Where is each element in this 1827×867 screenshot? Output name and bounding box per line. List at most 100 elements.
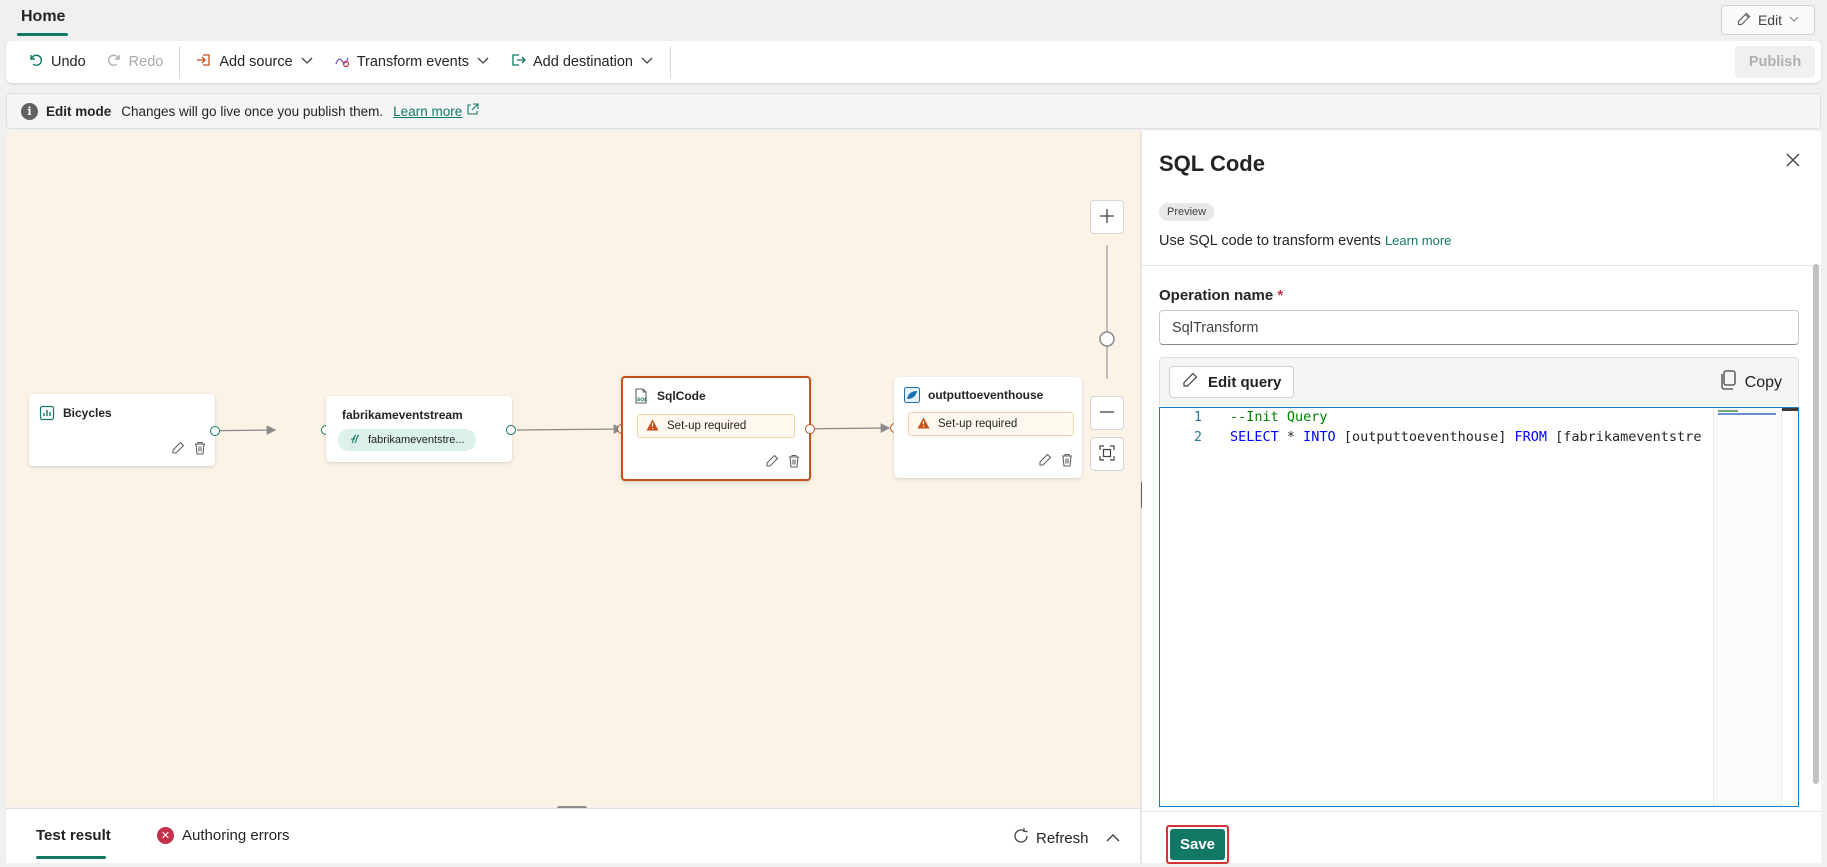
- code-scrollbar[interactable]: [1781, 408, 1798, 806]
- plus-icon: [1099, 208, 1115, 227]
- edit-mode-button[interactable]: Edit: [1721, 5, 1815, 35]
- description-text: Use SQL code to transform events: [1159, 233, 1381, 249]
- redo-icon: [106, 52, 122, 72]
- code-target: [outputtoeventhouse]: [1335, 429, 1515, 445]
- node-actions: [765, 454, 801, 471]
- transform-events-label: Transform events: [356, 54, 469, 70]
- edit-pencil-icon[interactable]: [1038, 453, 1052, 470]
- infobar-message: Changes will go live once you publish th…: [121, 103, 384, 119]
- chevron-up-icon[interactable]: [1104, 829, 1122, 850]
- node-title: SqlCode: [657, 389, 706, 403]
- minimap-line: [1718, 410, 1738, 412]
- chart-icon: [39, 405, 55, 421]
- eventstream-canvas[interactable]: Bicycles fabrikameventstream fabrikameve…: [6, 131, 1140, 807]
- code-minimap[interactable]: [1713, 408, 1781, 806]
- redo-label: Redo: [128, 54, 164, 70]
- delete-trash-icon[interactable]: [787, 454, 801, 471]
- add-source-label: Add source: [219, 54, 293, 70]
- panel-title: SQL Code: [1159, 151, 1265, 176]
- fit-to-screen-button[interactable]: [1090, 437, 1124, 471]
- infobar-title: Edit mode: [46, 103, 112, 119]
- output-port[interactable]: [210, 426, 220, 436]
- zoom-slider-thumb[interactable]: [1099, 331, 1115, 347]
- add-destination-button[interactable]: Add destination: [500, 46, 664, 78]
- transform-icon: [334, 52, 350, 72]
- copy-button[interactable]: Copy: [1719, 370, 1782, 395]
- destination-node-outputtoeventhouse[interactable]: outputtoeventhouse Set-up required: [894, 377, 1082, 478]
- warning-icon: [917, 417, 930, 432]
- external-link-icon: [466, 103, 479, 119]
- setup-required-badge: Set-up required: [637, 414, 795, 438]
- tab-label: Test result: [36, 827, 111, 844]
- sql-code-panel: SQL Code Preview Use SQL code to transfo…: [1142, 131, 1821, 864]
- edit-mode-infobar: i Edit mode Changes will go live once yo…: [6, 93, 1821, 129]
- code-star: *: [1278, 429, 1304, 445]
- panel-divider: [1142, 265, 1821, 266]
- operation-name-input[interactable]: SqlTransform: [1159, 310, 1799, 345]
- undo-button[interactable]: Undo: [18, 46, 96, 78]
- output-port[interactable]: [805, 424, 815, 434]
- edit-pencil-icon[interactable]: [765, 454, 779, 471]
- description-learn-more-link[interactable]: Learn more: [1384, 233, 1452, 248]
- add-source-button[interactable]: Add source: [186, 46, 323, 78]
- transform-events-button[interactable]: Transform events: [324, 46, 500, 78]
- tab-test-result-indicator: [36, 856, 106, 859]
- zoom-in-button[interactable]: [1090, 200, 1124, 234]
- edit-mode-label: Edit: [1757, 12, 1783, 28]
- add-source-icon: [196, 52, 212, 72]
- setup-required-badge: Set-up required: [908, 412, 1074, 436]
- code-statement: SELECT * INTO [outputtoeventhouse] FROM …: [1230, 429, 1701, 445]
- close-panel-button[interactable]: [1781, 149, 1805, 173]
- stream-icon: [350, 433, 362, 448]
- panel-scrollbar[interactable]: [1813, 264, 1819, 784]
- code-source: [fabrikameventstre: [1547, 429, 1702, 445]
- chevron-down-icon: [1788, 12, 1800, 28]
- refresh-label: Refresh: [1036, 829, 1089, 847]
- save-button-highlight: Save: [1166, 825, 1229, 864]
- code-scroll-thumb[interactable]: [1782, 408, 1798, 411]
- node-header: SQL SqlCode: [633, 388, 706, 404]
- fit-screen-icon: [1099, 444, 1115, 464]
- preview-badge: Preview: [1159, 203, 1215, 221]
- node-title: outputtoeventhouse: [928, 388, 1044, 402]
- infobar-learn-more-link[interactable]: Learn more: [393, 103, 479, 119]
- warning-label: Set-up required: [667, 420, 747, 432]
- node-actions: [171, 441, 207, 458]
- code-line: 2 SELECT * INTO [outputtoeventhouse] FRO…: [1160, 429, 1798, 449]
- publish-button[interactable]: Publish: [1735, 46, 1815, 78]
- edit-query-button[interactable]: Edit query: [1169, 366, 1295, 398]
- svg-text:SQL: SQL: [637, 397, 647, 403]
- panel-footer: Save: [1142, 811, 1821, 864]
- delete-trash-icon[interactable]: [1060, 453, 1074, 470]
- source-node-bicycles[interactable]: Bicycles: [29, 394, 215, 466]
- info-icon: i: [21, 102, 38, 120]
- toolbar-divider: [669, 46, 671, 78]
- sql-file-icon: SQL: [633, 388, 649, 404]
- tab-authoring-errors[interactable]: ✕ Authoring errors: [157, 827, 290, 844]
- connector-layer: [189, 245, 1115, 435]
- edit-pencil-icon[interactable]: [171, 441, 185, 458]
- output-port[interactable]: [506, 425, 516, 435]
- tab-home[interactable]: Home: [21, 8, 66, 25]
- node-header: Bicycles: [39, 405, 112, 421]
- copy-label: Copy: [1744, 373, 1782, 391]
- node-header: fabrikameventstream: [342, 408, 463, 422]
- stream-chip-label: fabrikameventstre...: [368, 434, 465, 446]
- zoom-out-button[interactable]: [1090, 396, 1124, 430]
- sql-code-editor[interactable]: 1 --Init Query 2 SELECT * INTO [outputto…: [1159, 407, 1799, 807]
- minus-icon: [1099, 404, 1115, 423]
- node-title: fabrikameventstream: [342, 408, 463, 422]
- toolbar-divider: [179, 46, 181, 78]
- operation-node-sqlcode[interactable]: SQL SqlCode Set-up required: [621, 376, 811, 481]
- code-comment: --Init Query: [1230, 409, 1328, 425]
- delete-trash-icon[interactable]: [193, 441, 207, 458]
- redo-button[interactable]: Redo: [96, 46, 174, 78]
- keyword-into: INTO: [1303, 429, 1336, 445]
- stream-node-fabrikameventstream[interactable]: fabrikameventstream fabrikameventstre...: [326, 396, 512, 462]
- refresh-button[interactable]: Refresh: [1012, 827, 1089, 849]
- pencil-icon: [1182, 372, 1198, 392]
- code-editor-header: Edit query Copy: [1159, 357, 1799, 405]
- tab-test-result[interactable]: Test result: [36, 827, 111, 844]
- save-button[interactable]: Save: [1170, 829, 1225, 860]
- line-number: 1: [1193, 409, 1202, 425]
